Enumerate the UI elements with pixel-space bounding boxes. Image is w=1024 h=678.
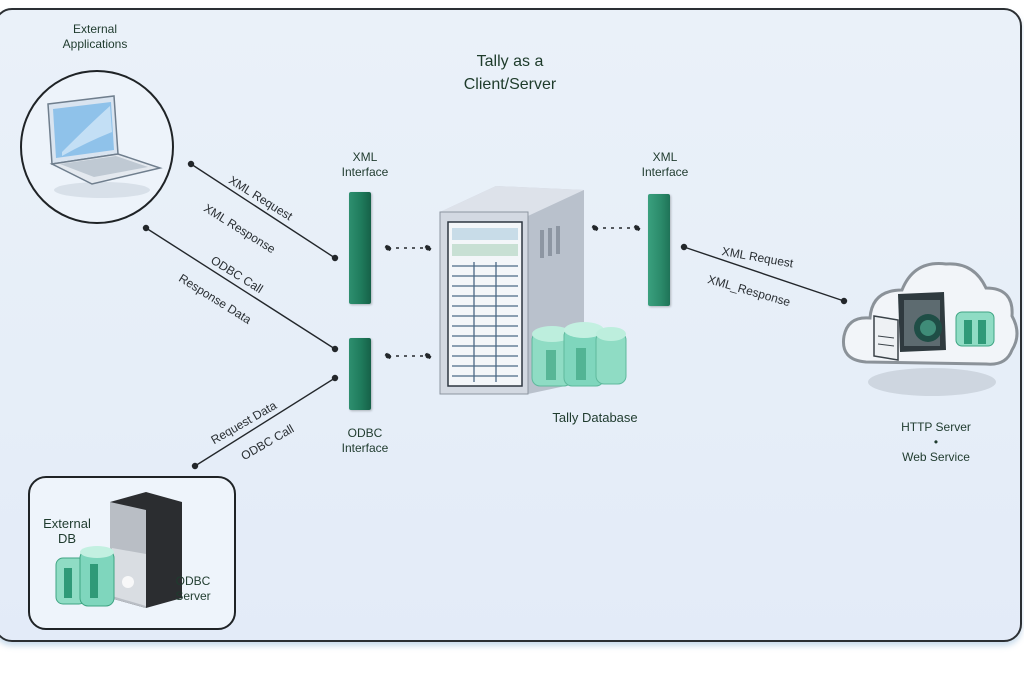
xml-right-line1: XML	[652, 150, 678, 164]
edge-xml-request-line	[190, 163, 336, 259]
xml-left-line2: Interface	[341, 165, 389, 179]
edge-endpoint	[191, 462, 199, 470]
edge-endpoint	[840, 297, 848, 305]
xml-interface-left-bar[interactable]	[349, 192, 371, 304]
tally-database-label: Tally Database	[552, 410, 638, 425]
edge-odbc-bottom-line	[194, 377, 336, 467]
edge-endpoint	[331, 374, 339, 382]
edge-endpoint	[187, 160, 195, 168]
external-db-label-line2: DB	[57, 531, 77, 546]
odbc-server-icon	[110, 492, 182, 608]
odbc-label-line1: ODBC	[347, 426, 383, 440]
xml-interface-right-bar[interactable]	[648, 194, 670, 306]
odbc-interface-label: ODBC Interface	[320, 426, 410, 456]
external-db-node[interactable]: External DB ODBC Server	[28, 476, 236, 630]
tally-server-node[interactable]	[436, 182, 636, 402]
http-server-label: HTTP Server • Web Service	[866, 420, 1006, 465]
database-icon	[531, 322, 627, 387]
external-app-node[interactable]	[20, 70, 174, 224]
odbc-server-label-line1: ODBC	[175, 574, 211, 588]
external-app-label-line1: External	[72, 22, 118, 36]
title-line-1: Tally as a	[476, 53, 544, 70]
odbc-server-label: ODBC Server	[158, 574, 228, 604]
odbc-interface-bar[interactable]	[349, 338, 371, 410]
http-label-line2: Web Service	[902, 450, 970, 464]
edge-xml-right-line	[683, 246, 845, 302]
title-line-2: Client/Server	[463, 76, 557, 93]
edge-endpoint	[331, 345, 339, 353]
edge-endpoint	[680, 243, 688, 251]
edge-endpoint	[142, 224, 150, 232]
xml-interface-right-label: XML Interface	[620, 150, 710, 180]
odbc-label-line2: Interface	[341, 441, 389, 455]
web-server-icon	[873, 292, 995, 361]
external-app-label-line2: Applications	[62, 37, 128, 51]
http-server-node[interactable]	[836, 232, 1024, 412]
xml-interface-left-label: XML Interface	[320, 150, 410, 180]
database-icon	[55, 546, 115, 607]
external-db-graphics	[55, 492, 182, 608]
odbc-server-label-line2: Server	[175, 589, 211, 603]
xml-right-line2: Interface	[641, 165, 689, 179]
external-db-label: External DB	[32, 516, 102, 546]
http-label-separator: •	[933, 435, 939, 449]
edge-endpoint	[331, 254, 339, 262]
laptop-icon	[47, 95, 163, 198]
xml-left-line1: XML	[352, 150, 378, 164]
external-app-label: External Applications	[40, 22, 150, 52]
external-db-label-line1: External	[43, 516, 91, 531]
edge-odbc-call-line	[145, 227, 336, 350]
http-label-line1: HTTP Server	[901, 420, 971, 434]
diagram-title: Tally as a Client/Server	[430, 50, 590, 96]
